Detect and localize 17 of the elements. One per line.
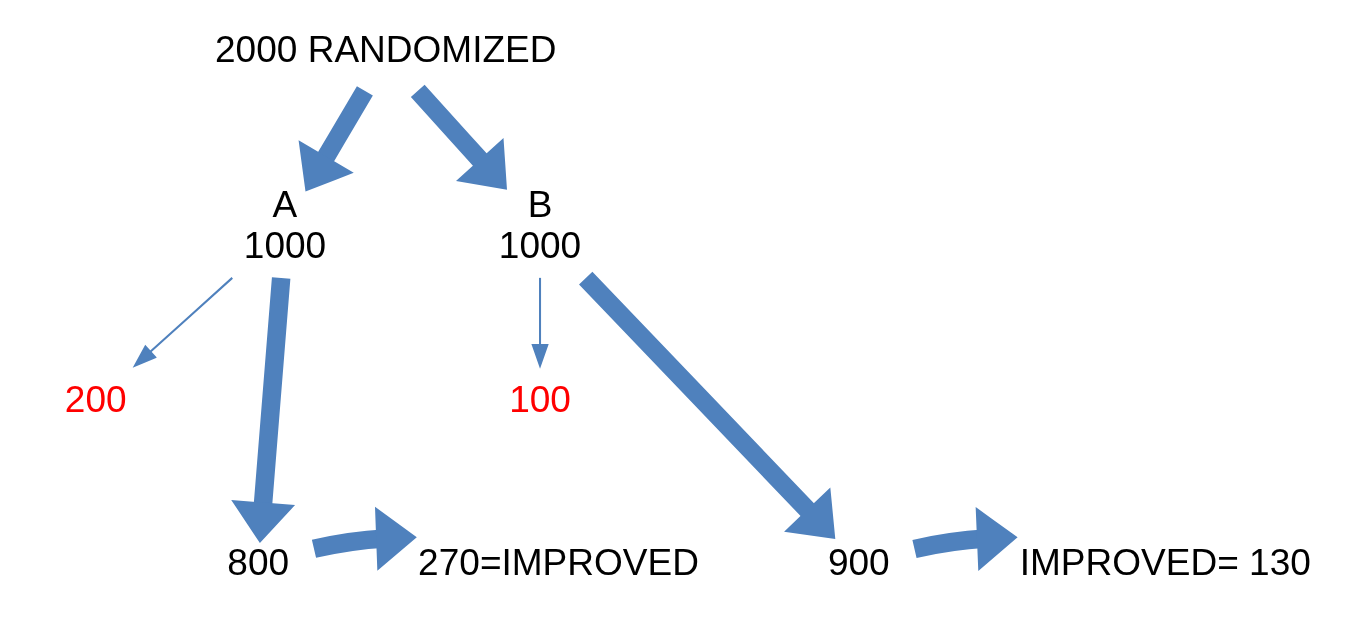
- node-text: 100: [509, 378, 571, 421]
- arrow: [410, 84, 507, 190]
- arrow: [132, 277, 233, 368]
- node-text: 900: [827, 540, 890, 583]
- node-text: 200: [64, 378, 127, 421]
- arrow: [298, 86, 373, 192]
- node-text: 270=IMPROVED: [418, 540, 699, 583]
- arrow: [579, 271, 836, 539]
- arrow: [231, 277, 296, 544]
- arrow: [912, 507, 1018, 571]
- arrow: [531, 277, 549, 369]
- node-text: B 1000: [498, 182, 582, 266]
- node-text: 2000 RANDOMIZED: [215, 28, 557, 71]
- node-text: IMPROVED= 130: [1019, 540, 1311, 583]
- arrow: [311, 506, 417, 571]
- node-text: A 1000: [243, 182, 327, 266]
- node-text: 800: [227, 540, 290, 583]
